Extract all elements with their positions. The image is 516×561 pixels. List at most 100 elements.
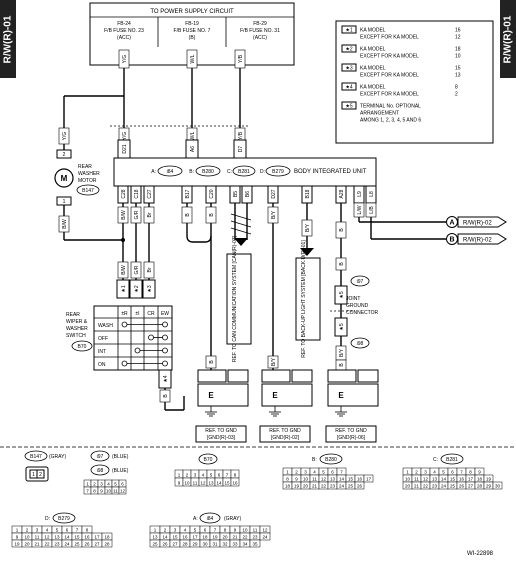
cv-b280-pin: 16 <box>357 477 363 482</box>
cv-b279-pin: 7 <box>76 528 79 533</box>
legend-2-line2: EXCEPT FOR KA MODEL <box>360 54 419 60</box>
unit-pin-c27: C27 <box>147 189 153 198</box>
cv-i84-pin: 28 <box>182 542 188 547</box>
cv-b279-pin: 8 <box>86 528 89 533</box>
cv-b281-pin: 26 <box>459 484 465 489</box>
unit-wire-d27: B/Y <box>271 210 277 219</box>
cv-b280-pin: 10 <box>303 477 309 482</box>
cv-b70-pin: 15 <box>224 481 230 486</box>
legend-1-line2: EXCEPT FOR KA MODEL <box>360 35 419 41</box>
switch-wire-br: Br <box>147 267 153 272</box>
cv-b281-pin: 13 <box>432 477 438 482</box>
wire-color-yb-bottom: Y/B <box>238 131 244 140</box>
cv-b281-pin: 1 <box>406 470 409 475</box>
cv-b279-prefix: D: <box>45 516 50 522</box>
backup-arrow-icon <box>300 248 314 256</box>
cv-b281-id: B281 <box>446 457 458 463</box>
cv-i84-pin: 20 <box>222 535 228 540</box>
conn-a-letter: A: <box>151 169 156 175</box>
cv-b279-pin: 2 <box>26 528 29 533</box>
ground-2-ref-2: [GND(R)-02] <box>271 435 300 441</box>
legend-3-line2: EXCEPT FOR KA MODEL <box>360 73 419 79</box>
legend-mark-1: ★1 <box>345 28 352 34</box>
cv-b147-color: (GRAY) <box>49 454 66 460</box>
cv-i84-pin: 1 <box>154 528 157 533</box>
cv-i84-id: i84 <box>207 516 214 522</box>
conn-d-id: B279 <box>272 169 284 175</box>
cv-b70-pin: 12 <box>200 481 206 486</box>
cv-b281-cell <box>492 481 503 490</box>
ground-2-wire: B/Y <box>271 357 277 366</box>
switch-label-4: SWITCH <box>66 333 86 339</box>
cv-b70-pin: 2 <box>186 473 189 478</box>
unit-pin-c18: C18 <box>134 189 140 198</box>
switch-wire-bw: B/W <box>121 265 127 275</box>
cv-b280-pin: 6 <box>331 470 334 475</box>
side-tab-right: R/W(R)-01 <box>500 0 516 78</box>
cv-b280-pin: 13 <box>330 477 336 482</box>
cv-i84-cell <box>249 539 261 548</box>
wire-color-yb-top: Y/B <box>238 54 244 63</box>
cv-i84-pin: 11 <box>253 528 258 533</box>
cv-i9798-pin: 9 <box>100 489 103 494</box>
cv-i84-pin: 2 <box>164 528 167 533</box>
cv-i84-cell <box>259 532 271 541</box>
unit-pin-a6: A6 <box>190 146 196 152</box>
cv-i84-pin: 13 <box>152 535 158 540</box>
cv-b281-pin: 3 <box>424 470 427 475</box>
legend-2-line1: KA MODEL <box>360 47 386 53</box>
legend-4-value1: 8 <box>455 85 458 91</box>
unit-pin-d21: D21 <box>122 144 128 153</box>
unit-wire-bw: B/W <box>121 210 127 220</box>
cv-i9798-pin: 1 <box>86 482 89 487</box>
cv-b70-pin: 3 <box>194 473 197 478</box>
cv-b281-pin: 2 <box>415 470 418 475</box>
cv-i84-pin: 25 <box>152 542 158 547</box>
cv-b280-pin: 2 <box>295 470 298 475</box>
ground-1: B E REF. TO GND [GND(R)-03] <box>195 355 249 443</box>
unit-pin-b18: B18 <box>305 189 311 198</box>
cv-i97-id: i97 <box>97 454 104 460</box>
joint-ground-connector: B ★5 ★5 B/Y i97 i98 JOINT GROUND CONNECT… <box>330 257 379 361</box>
unit-pin-c28: C28 <box>121 189 127 198</box>
cv-i9798-pin: 2 <box>93 482 96 487</box>
ground-1-ref-1: REF. TO GND <box>205 428 237 434</box>
conn-d-letter: D: <box>260 169 265 175</box>
cv-b70-pin: 9 <box>178 481 181 486</box>
joint-pin-1: ★5 <box>339 291 345 298</box>
joint-wire-by: B/Y <box>339 348 345 357</box>
cv-b281-pin: 30 <box>495 484 501 489</box>
cv-b280-pin: 20 <box>303 484 309 489</box>
legend-2-value1: 18 <box>455 47 461 53</box>
arrow-a: A R/W(R)-02 <box>446 216 507 228</box>
cv-i9798-pin: 4 <box>107 482 110 487</box>
cv-b281-pin: 21 <box>414 484 420 489</box>
cv-i9798-pin: 3 <box>100 482 103 487</box>
cv-b281-pin: 9 <box>478 470 481 475</box>
cv-b279-pin: 18 <box>104 535 110 540</box>
fuse-3-line2: F/B FUSE NO. 31 <box>240 28 280 34</box>
cv-i9798-pin: 12 <box>120 489 126 494</box>
cv-i84-pin: 18 <box>202 535 208 540</box>
legend-5-line3: AMONG 1, 2, 3, 4, 5 AND 6 <box>360 118 421 124</box>
cv-b279-pin: 11 <box>35 535 40 540</box>
cv-b281-pin: 10 <box>405 477 411 482</box>
cv-b279-pin: 24 <box>64 542 70 547</box>
cv-b281-pin: 15 <box>450 477 456 482</box>
ground-3-ref-1: REF. TO GND <box>335 428 367 434</box>
legend-1-value1: 16 <box>455 28 461 34</box>
cv-b70-pin: 14 <box>216 481 222 486</box>
cv-i84-pin: 32 <box>222 542 228 547</box>
footer-code: WI-22898 <box>467 551 494 557</box>
cv-b281-pin: 4 <box>433 470 436 475</box>
ground-3-wire: B <box>339 363 345 367</box>
switch-col-cr: CR <box>147 311 155 317</box>
unit-wire-a28: B <box>339 228 345 232</box>
cv-b281-pin: 5 <box>442 470 445 475</box>
fuse-1-line3: (ACC) <box>117 35 131 41</box>
cv-b279-pin: 17 <box>94 535 100 540</box>
unit-pin-l9: L9 <box>357 191 363 197</box>
cv-i84-pin: 8 <box>224 528 227 533</box>
unit-wire-c20: B <box>209 213 215 217</box>
